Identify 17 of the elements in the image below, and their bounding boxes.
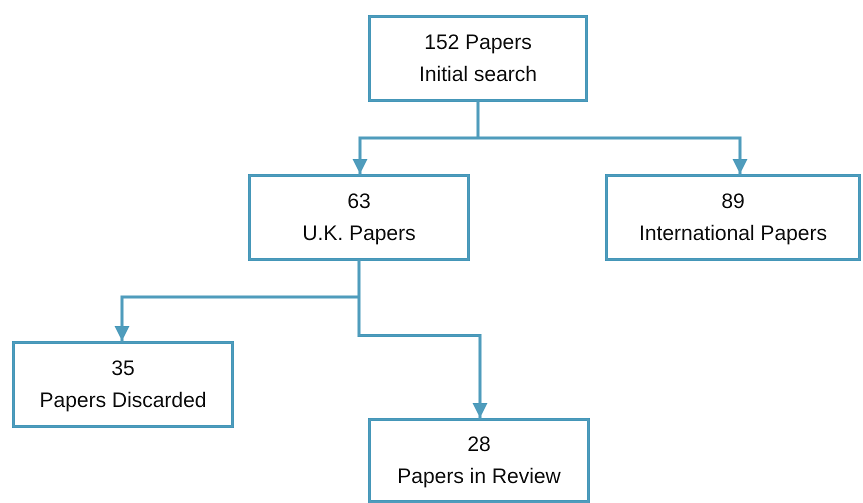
process-box	[368, 418, 590, 503]
box-text: Papers Discarded	[40, 388, 206, 414]
box-text: 152 Papers	[424, 30, 532, 56]
box-text: 63	[347, 189, 371, 215]
box-text: U.K. Papers	[302, 220, 416, 246]
box-text: 35	[111, 356, 135, 382]
box-text: International Papers	[639, 220, 827, 246]
process-box	[12, 341, 234, 428]
box-text: Papers in Review	[397, 464, 561, 490]
box-text: 89	[721, 189, 745, 215]
arrow	[358, 261, 488, 418]
process-box	[605, 174, 861, 261]
arrow	[476, 102, 748, 174]
process-box	[368, 15, 588, 102]
box-text: 28	[467, 432, 491, 458]
box-text: Initial search	[419, 62, 537, 88]
process-box	[248, 174, 470, 261]
